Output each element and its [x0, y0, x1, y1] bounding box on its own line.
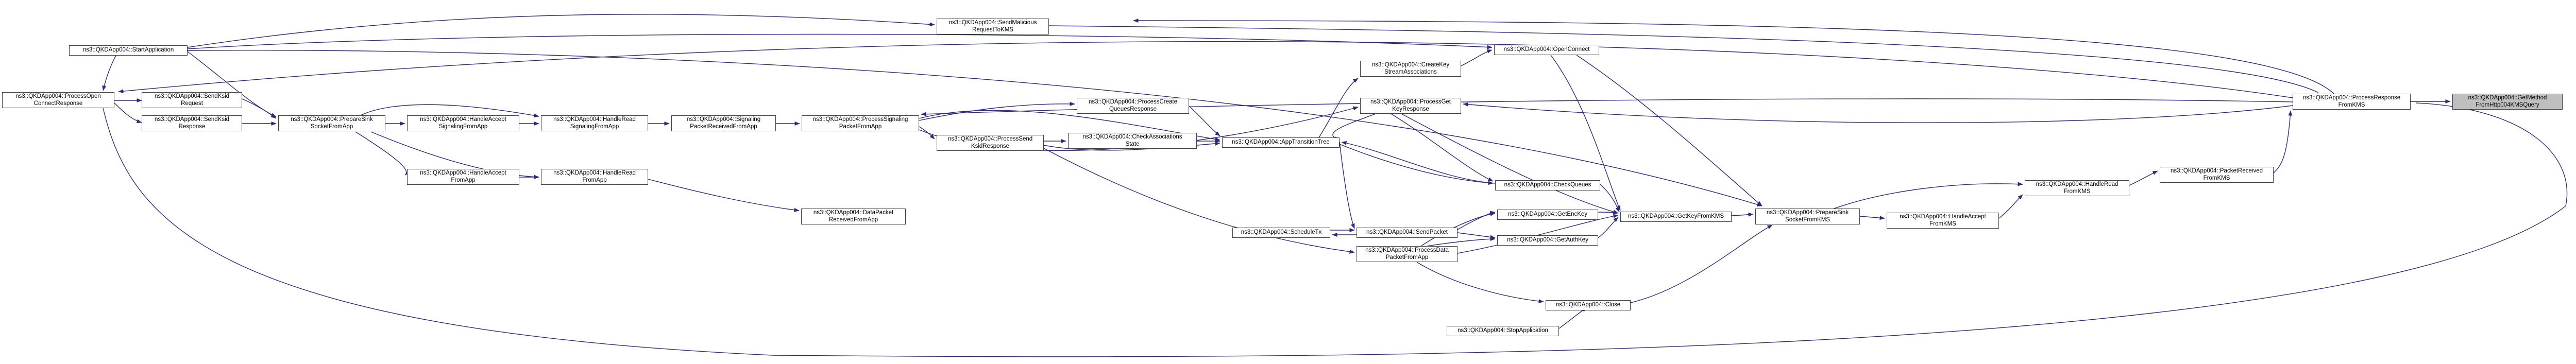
node-label: ns3::QKDApp004::OpenConnect: [1503, 46, 1590, 53]
node-label: ns3::QKDApp004::StopApplication: [1458, 327, 1548, 334]
node-process-signaling-packet-from-app[interactable]: ns3::QKDApp004::ProcessSignaling PacketF…: [802, 115, 919, 131]
node-label: ns3::QKDApp004::ProcessSignaling PacketF…: [812, 116, 908, 130]
node-signaling-packet-received-from-app[interactable]: ns3::QKDApp004::Signaling PacketReceived…: [671, 115, 776, 131]
node-label: ns3::QKDApp004::GetKeyFromKMS: [1628, 213, 1724, 220]
node-check-queues[interactable]: ns3::QKDApp004::CheckQueues: [1495, 180, 1600, 190]
node-label: ns3::QKDApp004::ProcessResponse FromKMS: [2302, 95, 2401, 108]
node-handle-accept-signaling-from-app[interactable]: ns3::QKDApp004::HandleAccept SignalingFr…: [407, 115, 519, 131]
node-label: ns3::QKDApp004::HandleAccept FromApp: [420, 170, 506, 183]
node-get-method-from-http004-kms-query[interactable]: ns3::QKDApp004::GetMethod FromHttp004KMS…: [2452, 94, 2563, 110]
node-label: ns3::QKDApp004::DataPacket ReceivedFromA…: [813, 210, 894, 223]
edge-group-plain: [103, 25, 2568, 357]
node-process-open-connect-response[interactable]: ns3::QKDApp004::ProcessOpen ConnectRespo…: [2, 92, 114, 108]
node-label: ns3::QKDApp004::ProcessOpen ConnectRespo…: [15, 93, 101, 107]
node-data-packet-received-from-app[interactable]: ns3::QKDApp004::DataPacket ReceivedFromA…: [801, 209, 906, 224]
node-label: ns3::QKDApp004::PrepareSink SocketFromAp…: [291, 116, 373, 130]
node-label: ns3::QKDApp004::ProcessCreate QueuesResp…: [1089, 99, 1177, 112]
node-check-associations-state[interactable]: ns3::QKDApp004::CheckAssociations State: [1068, 133, 1197, 149]
node-start-application[interactable]: ns3::QKDApp004::StartApplication: [69, 45, 188, 56]
node-send-ksid-response[interactable]: ns3::QKDApp004::SendKsid Response: [142, 115, 242, 131]
node-get-key-from-kms[interactable]: ns3::QKDApp004::GetKeyFromKMS: [1620, 212, 1732, 222]
node-label: ns3::QKDApp004::ProcessData PacketFromAp…: [1365, 247, 1449, 261]
node-handle-accept-from-app[interactable]: ns3::QKDApp004::HandleAccept FromApp: [407, 169, 519, 185]
node-process-send-ksid-response[interactable]: ns3::QKDApp004::ProcessSend KsidResponse: [937, 135, 1044, 151]
node-handle-accept-from-kms[interactable]: ns3::QKDApp004::HandleAccept FromKMS: [1887, 213, 1999, 229]
node-prepare-sink-socket-from-kms[interactable]: ns3::QKDApp004::PrepareSink SocketFromKM…: [1755, 209, 1860, 224]
node-label: ns3::QKDApp004::PacketReceived FromKMS: [2171, 168, 2263, 181]
node-packet-received-from-kms[interactable]: ns3::QKDApp004::PacketReceived FromKMS: [2160, 167, 2274, 183]
node-stop-application[interactable]: ns3::QKDApp004::StopApplication: [1447, 326, 1559, 336]
node-label: ns3::QKDApp004::CheckAssociations State: [1082, 134, 1182, 147]
node-label: ns3::QKDApp004::HandleAccept SignalingFr…: [420, 116, 506, 130]
node-get-enc-key[interactable]: ns3::QKDApp004::GetEncKey: [1497, 210, 1598, 220]
node-label: ns3::QKDApp004::GetEncKey: [1507, 211, 1588, 218]
node-close[interactable]: ns3::QKDApp004::Close: [1546, 300, 1631, 310]
node-prepare-sink-socket-from-app[interactable]: ns3::QKDApp004::PrepareSink SocketFromAp…: [278, 115, 385, 131]
node-handle-read-signaling-from-app[interactable]: ns3::QKDApp004::HandleRead SignalingFrom…: [541, 115, 648, 131]
node-label: ns3::QKDApp004::GetMethod FromHttp004KMS…: [2468, 95, 2547, 108]
node-label: ns3::QKDApp004::Signaling PacketReceived…: [686, 116, 761, 130]
node-label: ns3::QKDApp004::SendKsid Request: [154, 93, 230, 107]
node-label: ns3::QKDApp004::ScheduleTx: [1241, 229, 1322, 236]
node-process-create-queues-response[interactable]: ns3::QKDApp004::ProcessCreate QueuesResp…: [1077, 98, 1189, 114]
node-label: ns3::QKDApp004::SendKsid Response: [154, 116, 230, 130]
node-get-auth-key[interactable]: ns3::QKDApp004::GetAuthKey: [1497, 235, 1598, 246]
node-send-ksid-request[interactable]: ns3::QKDApp004::SendKsid Request: [142, 92, 242, 108]
node-send-malicious-request-to-kms[interactable]: ns3::QKDApp004::SendMalicious RequestToK…: [937, 19, 1049, 34]
node-label: ns3::QKDApp004::ProcessSend KsidResponse: [947, 136, 1033, 149]
node-label: ns3::QKDApp004::Close: [1555, 302, 1621, 308]
node-open-connect[interactable]: ns3::QKDApp004::OpenConnect: [1494, 45, 1599, 55]
node-label: ns3::QKDApp004::ProcessGet KeyResponse: [1370, 99, 1451, 112]
node-label: ns3::QKDApp004::CheckQueues: [1504, 182, 1591, 188]
node-schedule-tx[interactable]: ns3::QKDApp004::ScheduleTx: [1232, 228, 1330, 238]
node-process-response-from-kms[interactable]: ns3::QKDApp004::ProcessResponse FromKMS: [2293, 94, 2411, 110]
node-create-key-stream-associations[interactable]: ns3::QKDApp004::CreateKey StreamAssociat…: [1360, 61, 1461, 77]
node-label: ns3::QKDApp004::HandleRead SignalingFrom…: [553, 116, 636, 130]
node-label: ns3::QKDApp004::HandleRead FromKMS: [2036, 181, 2119, 195]
node-send-packet[interactable]: ns3::QKDApp004::SendPacket: [1357, 228, 1458, 238]
node-label: ns3::QKDApp004::StartApplication: [82, 47, 174, 54]
node-label: ns3::QKDApp004::CreateKey StreamAssociat…: [1371, 62, 1450, 75]
node-label: ns3::QKDApp004::SendMalicious RequestToK…: [948, 20, 1037, 33]
node-label: ns3::QKDApp004::AppTransitionTree: [1232, 139, 1330, 146]
node-process-get-key-response[interactable]: ns3::QKDApp004::ProcessGet KeyResponse: [1360, 98, 1461, 114]
node-label: ns3::QKDApp004::PrepareSink SocketFromKM…: [1766, 210, 1849, 223]
node-label: ns3::QKDApp004::HandleAccept FromKMS: [1900, 214, 1986, 227]
node-app-transition-tree[interactable]: ns3::QKDApp004::AppTransitionTree: [1222, 137, 1340, 148]
node-process-data-packet-from-app[interactable]: ns3::QKDApp004::ProcessData PacketFromAp…: [1357, 246, 1458, 262]
node-label: ns3::QKDApp004::GetAuthKey: [1507, 237, 1588, 244]
node-label: ns3::QKDApp004::HandleRead FromApp: [553, 170, 636, 183]
node-label: ns3::QKDApp004::SendPacket: [1366, 229, 1448, 236]
node-handle-read-from-kms[interactable]: ns3::QKDApp004::HandleRead FromKMS: [2025, 180, 2129, 196]
node-handle-read-from-app[interactable]: ns3::QKDApp004::HandleRead FromApp: [541, 169, 648, 185]
